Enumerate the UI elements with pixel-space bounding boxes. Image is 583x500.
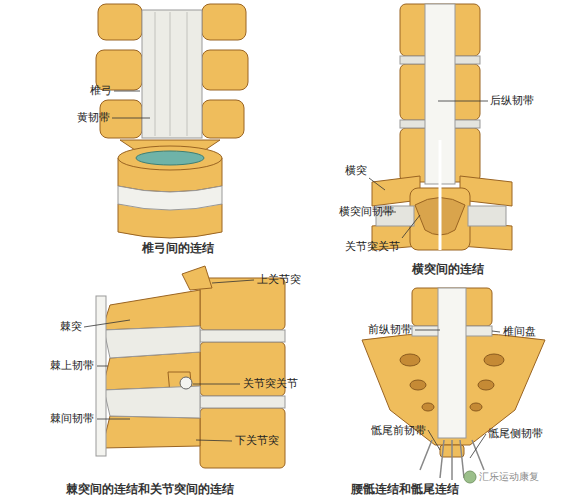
part-label: 后纵韧带 <box>490 94 534 107</box>
part-label: 椎间盘 <box>503 325 536 338</box>
part-label: 关节突关节 <box>345 240 400 253</box>
part-label: 棘突 <box>60 320 82 333</box>
panel-caption: 横突间的连结 <box>412 262 484 276</box>
watermark: 汇乐运动康复 <box>479 471 539 483</box>
part-label: 棘间韧带 <box>50 412 94 425</box>
part-label: 下关节突 <box>235 434 279 447</box>
part-label: 椎弓 <box>90 84 112 97</box>
part-label: 骶尾侧韧带 <box>488 427 543 440</box>
part-label: 前纵韧带 <box>368 323 412 336</box>
part-label: 骶尾前韧带 <box>371 424 426 437</box>
part-label: 横突间韧带 <box>339 205 394 218</box>
part-label: 关节突关节 <box>243 377 298 390</box>
panel-caption: 腰骶连结和骶尾连结 <box>351 482 459 496</box>
part-label: 黄韧带 <box>77 111 110 124</box>
part-label: 上关节突 <box>257 273 301 286</box>
panel-caption: 椎弓间的连结 <box>142 241 214 255</box>
panel-caption: 棘突间的连结和关节突间的连结 <box>66 482 234 496</box>
part-label: 棘上韧带 <box>50 359 94 372</box>
part-label: 横突 <box>345 164 367 177</box>
